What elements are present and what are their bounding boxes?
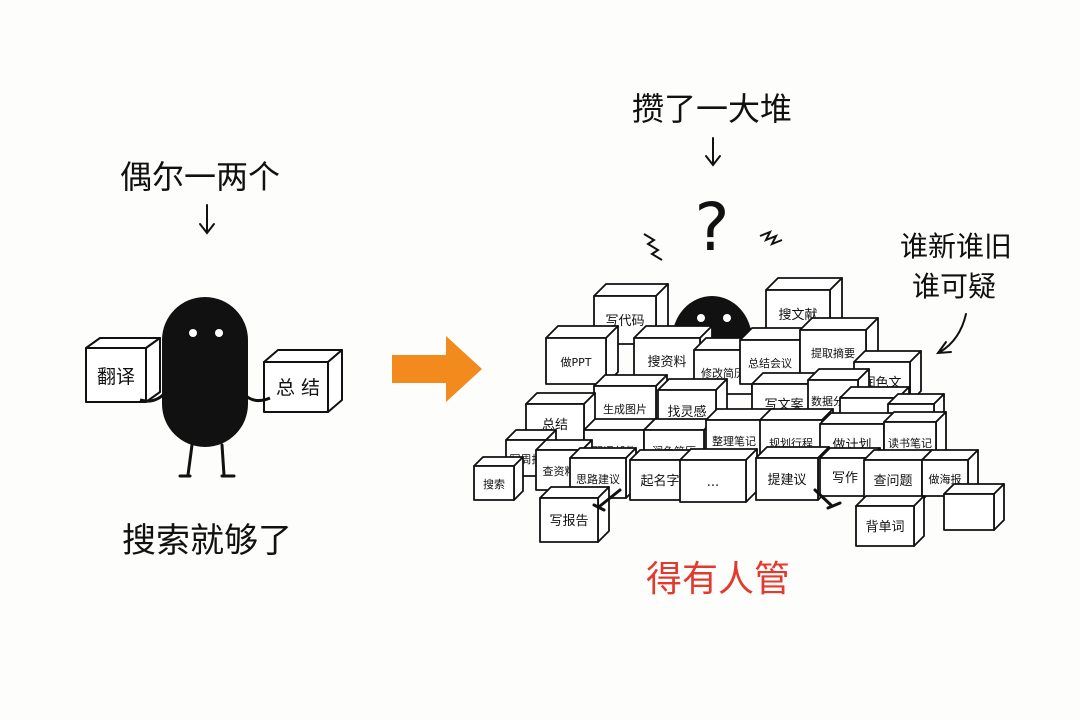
task-box: ...	[679, 448, 758, 503]
left-caption-bottom: 搜索就够了	[122, 521, 292, 561]
task-box-label: 查问题	[873, 474, 912, 489]
task-box: 写报告	[539, 486, 610, 543]
task-box-label: 写作	[832, 471, 858, 486]
task-box-label: 读书笔记	[888, 436, 932, 450]
task-box-label: 写报告	[549, 514, 588, 529]
task-box-label: 生成图片	[603, 402, 647, 416]
right-hand	[245, 394, 271, 403]
question-mark: ?	[694, 189, 729, 266]
task-box-label: 做PPT	[561, 355, 592, 369]
task-box: 做PPT	[545, 325, 619, 385]
side-note-line-1: 谁新谁旧	[900, 230, 1012, 263]
task-box-label: ...	[707, 475, 719, 490]
left-down-arrow-icon	[199, 204, 215, 235]
box-summary-label: 总 结	[276, 377, 320, 399]
task-box-label: 找灵感	[667, 404, 706, 420]
right-character-legs	[592, 488, 842, 512]
box-translate-label: 翻译	[97, 366, 135, 388]
left-scene: 偶尔一两个 翻译 总 结	[85, 158, 343, 561]
task-box-label: 搜索	[483, 477, 505, 491]
right-caption-bottom: 得有人管	[646, 559, 790, 600]
left-hand	[139, 392, 166, 403]
task-box: 提取摘要	[799, 317, 879, 375]
orange-arrow-icon	[392, 336, 482, 402]
task-box-label: 做海报	[929, 472, 962, 486]
task-box-label: 整理笔记	[712, 434, 756, 448]
side-note-arrow-icon	[935, 313, 967, 355]
task-box-label: 总结会议	[748, 356, 792, 370]
left-character	[162, 297, 248, 478]
right-caption-top: 攒了一大堆	[632, 90, 792, 128]
side-note-line-2: 谁可疑	[912, 270, 996, 303]
task-box-label: 提取摘要	[811, 346, 855, 360]
task-box-label: 提建议	[767, 472, 806, 488]
task-box-label: 搜文献	[778, 308, 817, 323]
task-box-label: 思路建议	[576, 472, 620, 486]
worry-squiggle-left-icon	[643, 233, 663, 261]
task-box-label: 背单词	[865, 520, 904, 535]
task-box-label: 查资料	[543, 464, 576, 478]
task-box: 搜索	[473, 456, 524, 501]
box-summary: 总 结	[263, 349, 343, 413]
task-box-label: 搜资料	[647, 355, 686, 370]
task-box: 背单词	[855, 495, 925, 547]
right-down-arrow-icon	[705, 137, 721, 167]
task-box-label: 起名字	[640, 473, 679, 489]
worry-squiggle-right-icon	[759, 230, 783, 246]
box-translate: 翻译	[85, 337, 161, 403]
task-box	[943, 483, 1005, 531]
task-box-label: 修改简历	[701, 366, 745, 380]
left-caption-top: 偶尔一两个	[120, 158, 280, 196]
